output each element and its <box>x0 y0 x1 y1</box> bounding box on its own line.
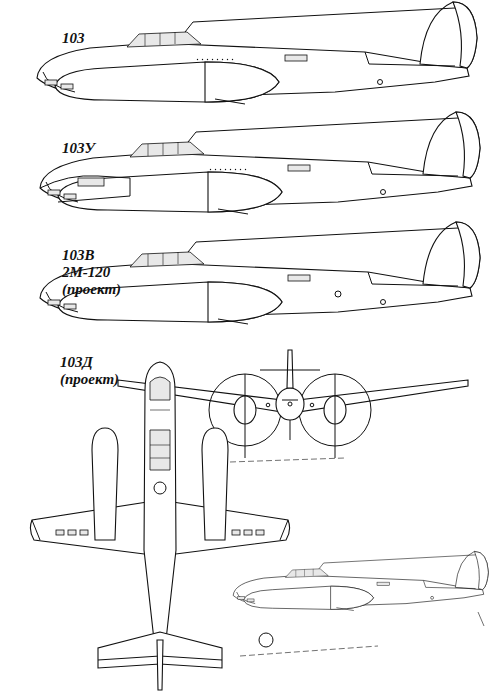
variant-label: 103 <box>62 30 85 47</box>
variant-label: 103Д <box>60 354 93 371</box>
variant-label: 103У <box>62 140 95 157</box>
variant-label: (проект) <box>62 281 121 298</box>
variant-label: (проект) <box>60 371 119 388</box>
variant-label: 2М-120 <box>62 264 110 281</box>
variant-label: 103В <box>62 247 95 264</box>
